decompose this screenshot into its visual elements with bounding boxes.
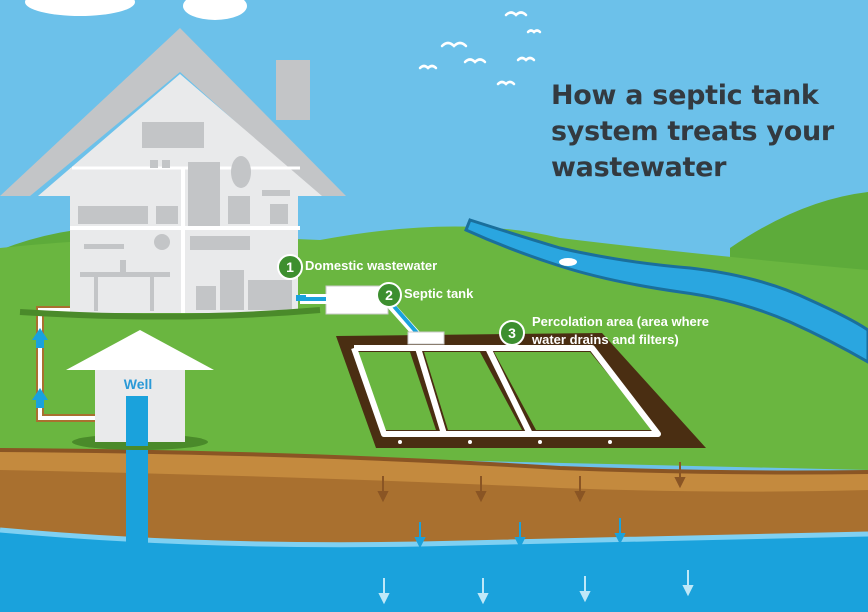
step-badge-2: 2	[376, 282, 402, 308]
water-supply-pipe	[32, 306, 100, 422]
river-ripple	[559, 258, 577, 266]
soil-layer	[0, 470, 868, 552]
percolation-beds	[354, 352, 654, 430]
soil-drain-arrows	[377, 462, 686, 503]
percolation-pipes	[351, 345, 661, 437]
groundwater-arrows-lower	[378, 570, 694, 605]
house	[0, 28, 346, 320]
distribution-pipe-flow	[390, 302, 420, 336]
trench-drips	[398, 440, 612, 444]
step-label-percolation-line1: Percolation area (area where	[532, 314, 710, 329]
page-title: How a septic tank system treats your was…	[551, 80, 834, 184]
birds	[418, 11, 542, 86]
distribution-box	[407, 331, 445, 345]
step-badge-3: 3	[499, 320, 525, 346]
cloud	[25, 0, 247, 20]
soil-edge	[0, 448, 868, 475]
well-house	[66, 330, 214, 450]
step-label-septic-tank: Septic tank	[404, 286, 474, 301]
well-pipe-underground	[126, 440, 148, 612]
groundwater-arrows	[414, 518, 626, 549]
step-badge-1: 1	[277, 254, 303, 280]
step-label-domestic-wastewater: Domestic wastewater	[305, 258, 438, 273]
well-label: Well	[123, 376, 153, 392]
step-label-percolation-line2: water drains and filters)	[532, 332, 679, 347]
groundwater	[0, 530, 868, 612]
